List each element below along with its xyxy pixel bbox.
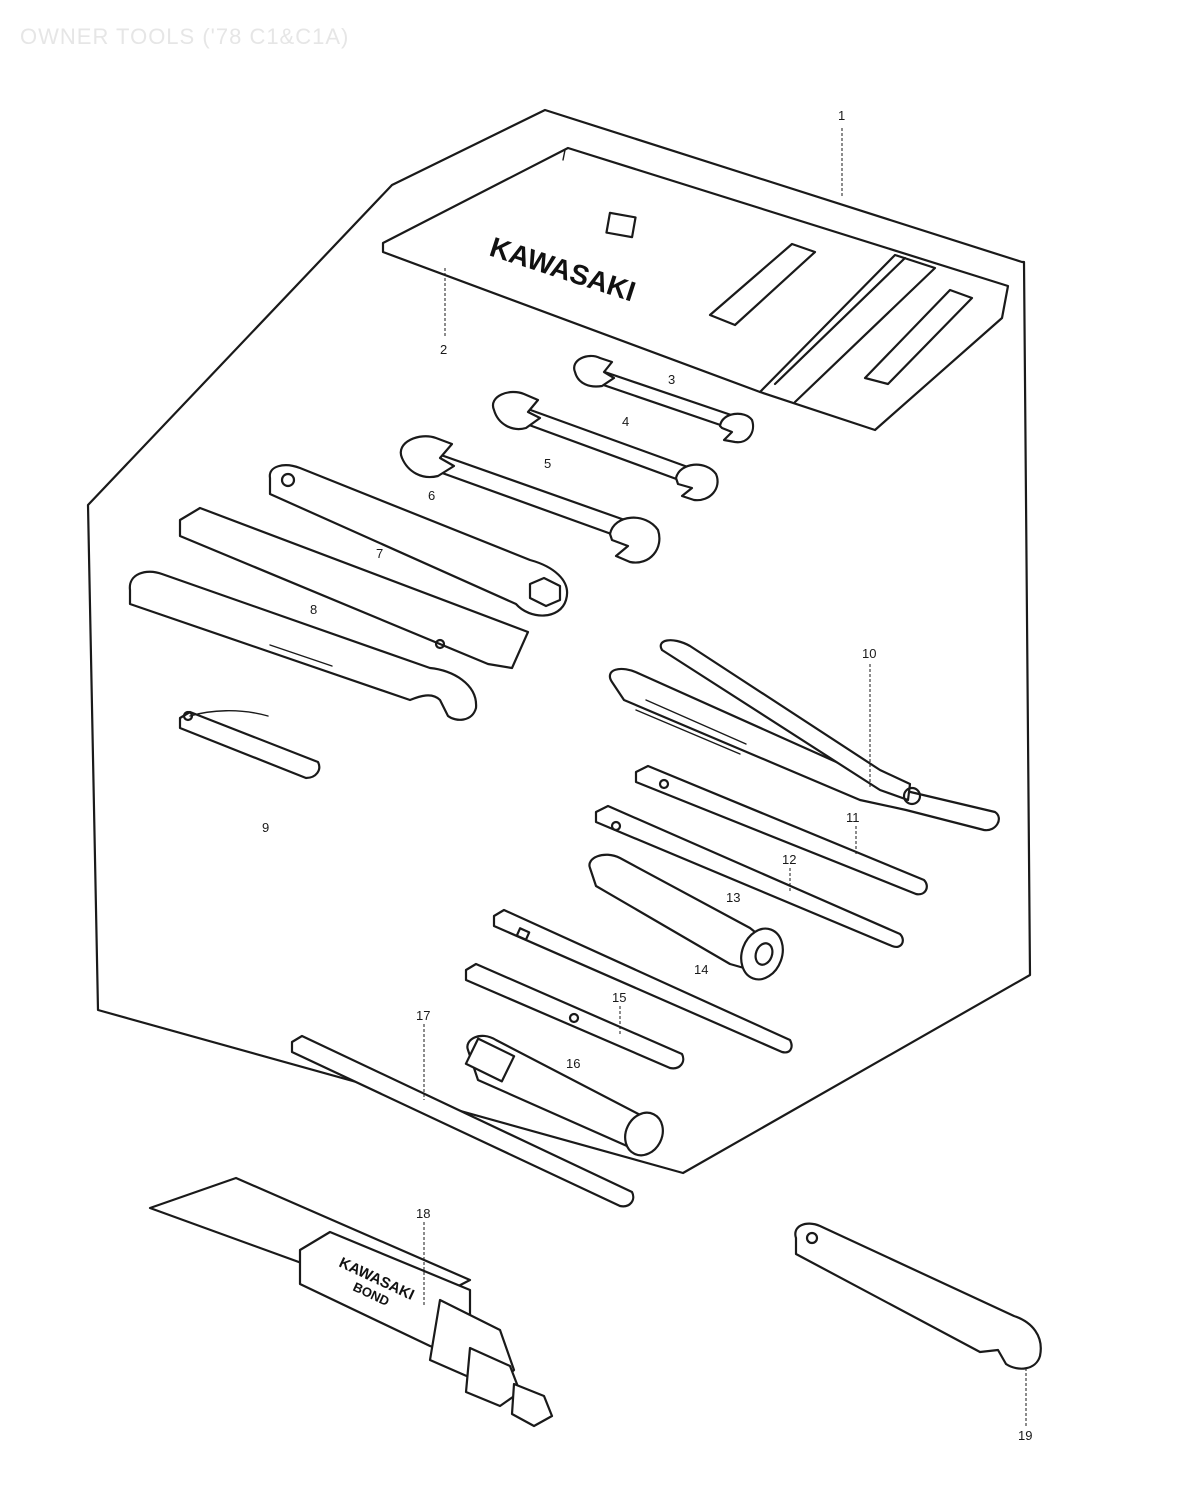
bond-tube-18: KAWASAKI BOND [148,1176,554,1428]
screwdriver-12 [594,804,904,948]
flat-bar [178,506,530,670]
callout-4: 4 [622,414,629,429]
tommy-bar-17 [290,1034,635,1208]
callout-5: 5 [544,456,551,471]
callout-10: 10 [862,646,876,661]
callout-labels: 1 2 3 4 5 6 7 8 9 10 11 12 13 14 15 16 1… [262,108,1032,1443]
lever-15 [464,962,685,1070]
callout-16: 16 [566,1056,580,1071]
callout-18: 18 [416,1206,430,1221]
callout-6: 6 [428,488,435,503]
callout-1: 1 [838,108,845,123]
key-9 [178,710,321,780]
screwdriver-11 [634,764,928,896]
callout-12: 12 [782,852,796,867]
extension-bar-14 [492,908,793,1054]
callout-19: 19 [1018,1428,1032,1443]
callout-14: 14 [694,962,708,977]
callout-15: 15 [612,990,626,1005]
pliers-10 [608,639,1000,832]
callout-2: 2 [440,342,447,357]
callout-13: 13 [726,890,740,905]
callout-7: 7 [376,546,383,561]
wrench-3 [573,354,755,444]
hook-spanner-8 [128,570,478,721]
wrench-6 [399,435,661,564]
callout-11: 11 [846,810,860,825]
screwdriver-handle-13 [588,853,784,981]
callout-17: 17 [416,1008,430,1023]
callout-3: 3 [668,372,675,387]
wrench-4-5 [491,390,719,502]
hook-spanner-19 [794,1222,1042,1370]
callout-8: 8 [310,602,317,617]
plug-socket-16 [464,1034,664,1157]
tool-pouch: KAWASAKI [381,146,1010,432]
tool-board-outline [86,108,1032,1175]
callout-9: 9 [262,820,269,835]
ring-wrench [268,464,569,617]
page-title: OWNER TOOLS ('78 C1&C1A) [20,24,350,49]
